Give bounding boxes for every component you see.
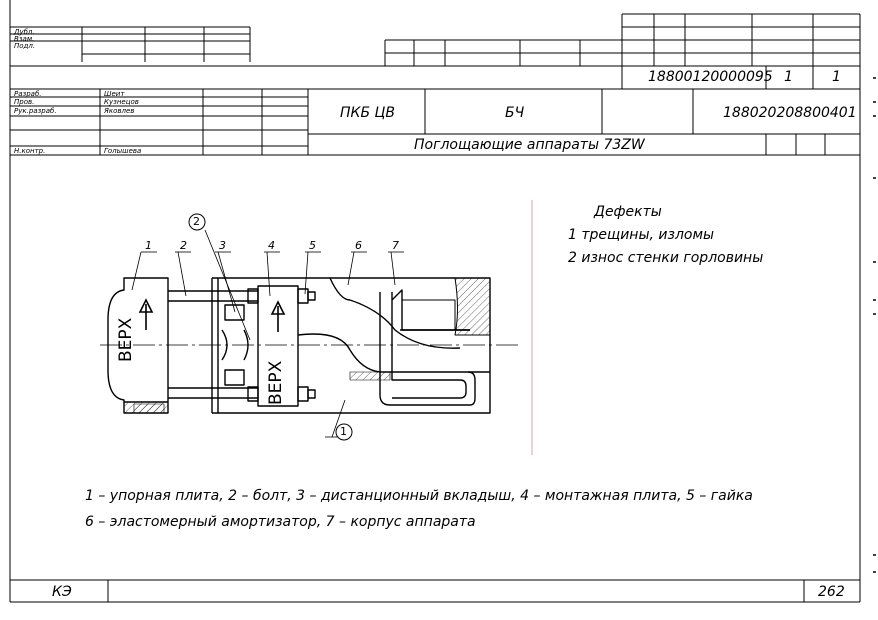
legend-line-1: 1 – упорная плита, 2 – болт, 3 – дистанц…: [85, 488, 753, 504]
part-number-5: 5: [309, 239, 316, 252]
stamp-vzam: Взам.: [14, 35, 35, 43]
assembly-drawing: [100, 277, 520, 414]
sig-role-3: Рук.разраб.: [14, 107, 57, 115]
edge-marks: [873, 77, 876, 573]
sig-name-2: Кузнецов: [104, 98, 139, 106]
part-number-7: 7: [392, 239, 399, 252]
part-number-3: 3: [219, 239, 226, 252]
sig-name-5: Голышева: [104, 147, 142, 155]
defect-circles: [188, 213, 353, 441]
defect-mark-2: 2: [193, 215, 200, 228]
defect-mark-1: 1: [340, 425, 347, 438]
dept-name: БЧ: [505, 105, 525, 121]
part-code: 188020208800401: [723, 105, 857, 121]
up-arrow-icons: [138, 298, 286, 332]
org-name: ПКБ ЦВ: [340, 105, 395, 121]
plate-label-left: ВЕРХ: [116, 317, 136, 362]
plate-label-right: ВЕРХ: [266, 360, 286, 405]
sig-role-5: Н.контр.: [14, 147, 46, 155]
sheet-field-a: 1: [784, 69, 793, 85]
part-number-6: 6: [355, 239, 362, 252]
doc-number: 18800120000095: [648, 69, 773, 85]
stamp-podl: Подл.: [14, 42, 36, 50]
sig-name-1: Шеит: [104, 90, 125, 98]
sig-role-2: Пров.: [14, 98, 35, 106]
title-block-grid: [10, 13, 860, 156]
footer-code: КЭ: [52, 584, 72, 600]
leader-lines: [131, 229, 404, 438]
sig-role-1: Разраб.: [14, 90, 42, 98]
defect-item-2: 2 износ стенки горловины: [568, 250, 764, 266]
part-number-2: 2: [180, 239, 187, 252]
stamp-dubl: Дубл.: [14, 28, 35, 36]
part-number-4: 4: [268, 239, 275, 252]
sheet-field-b: 1: [832, 69, 841, 85]
part-number-1: 1: [145, 239, 152, 252]
page-number: 262: [818, 584, 845, 600]
defect-item-1: 1 трещины, изломы: [568, 227, 715, 243]
defects-heading: Дефекты: [594, 204, 662, 220]
legend-line-2: 6 – эластомерный амортизатор, 7 – корпус…: [85, 514, 476, 530]
drawing-title: Поглощающие аппараты 73ZW: [414, 137, 645, 153]
sheet-frame: [9, 0, 861, 603]
sig-name-3: Яковлев: [104, 107, 135, 115]
